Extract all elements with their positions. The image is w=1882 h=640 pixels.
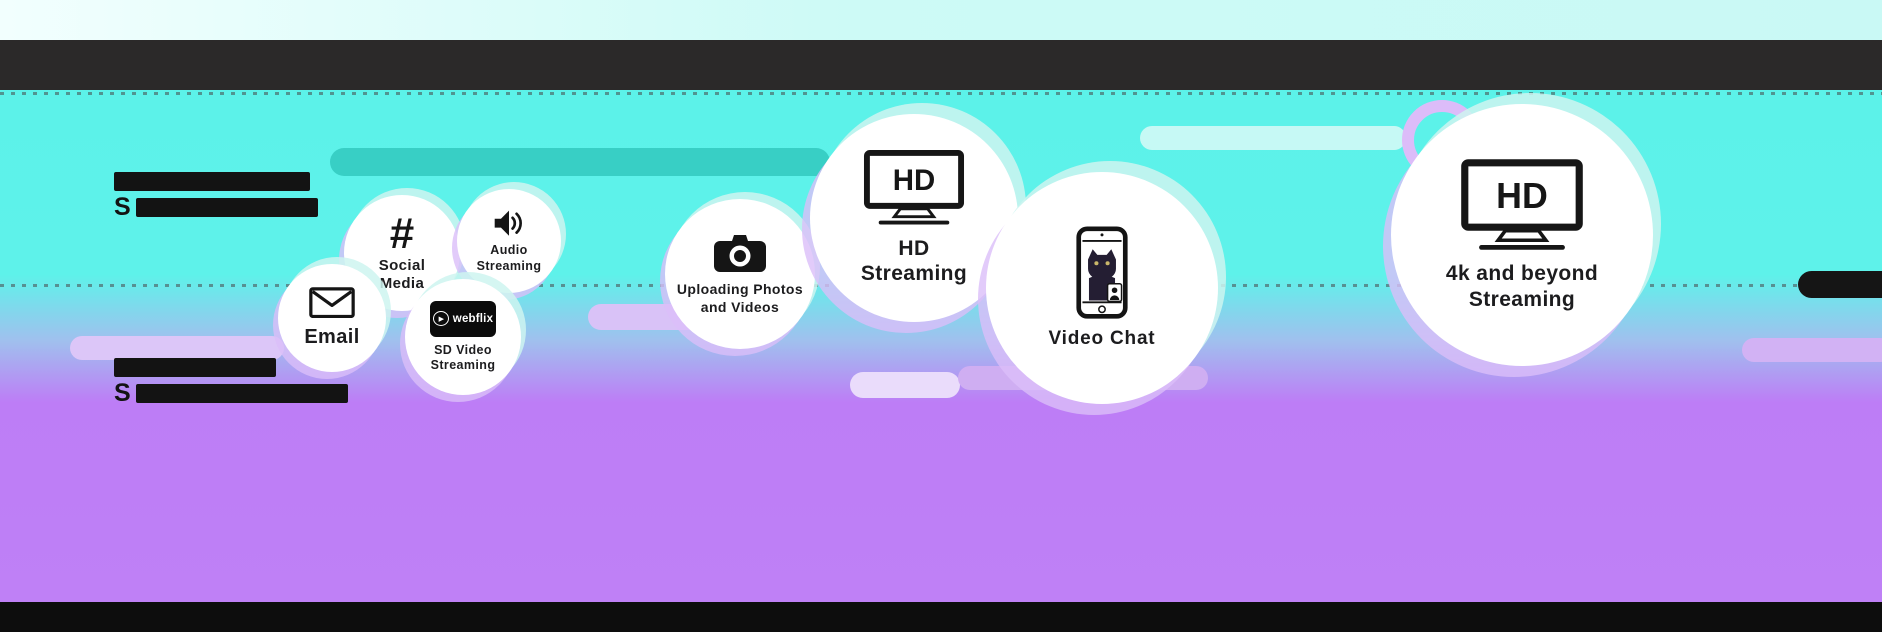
bubble-4k-and-beyond-streaming: HD 4k and beyond Streaming [1391,104,1653,366]
cat-on-screen-icon [1088,249,1116,301]
hd-tv-icon: HD [863,150,965,225]
redacted-heading-2: S [114,358,348,407]
bubble-uploading-photos-and-videos: Uploading Photos and Videos [665,199,815,349]
decor-pill-teal [330,148,830,176]
video-chat-phone-icon [1076,226,1128,319]
speaker-icon [494,210,522,236]
camera-icon [714,235,766,273]
bubble-video-chat: Video Chat [986,172,1218,404]
hd-tv-icon: HD [1461,158,1583,250]
bottom-footer-redacted-bar [0,602,1882,632]
bubble-audio-streaming: Audio Streaming [457,189,561,293]
webflix-logo: ▶ webflix [430,300,496,337]
bubble-sd-video-streaming: ▶ webflix SD Video Streaming [405,279,521,395]
dotted-divider-top [0,92,1882,95]
top-header-redacted-bar [0,40,1882,90]
bubble-label: Uploading Photos and Videos [676,281,804,315]
bubble-label: Video Chat [1048,327,1156,349]
bubble-label: Social Media [378,256,426,292]
hd-logo-text: HD [893,164,935,197]
redacted-text-bar [135,384,348,403]
play-icon: ▶ [432,311,449,327]
redacted-text-bar [135,198,318,217]
bubble-hd-streaming: HD HD Streaming [810,114,1018,322]
bubble-label: 4k and beyond Streaming [1445,262,1599,311]
bubble-label: Email [304,325,360,348]
bubble-label: Audio Streaming [476,243,542,273]
bubble-email: Email [278,264,386,372]
self-view-icon [1106,282,1123,303]
webflix-logo-text: webflix [452,312,494,325]
envelope-icon [309,286,355,318]
hashtag-icon: # [389,208,415,258]
bubble-label: SD Video Streaming [430,342,496,372]
redacted-heading-visible-letter: S [114,193,131,221]
redacted-heading-visible-letter: S [114,379,131,407]
decor-pill-lavender-edge [1742,338,1882,362]
redacted-text-bar [114,172,310,191]
hd-logo-text: HD [1496,176,1548,216]
redacted-heading-1: S [114,172,318,221]
bubble-label: HD Streaming [860,236,968,286]
decor-pill-white [850,372,960,398]
redacted-bar-right-edge [1798,271,1882,298]
top-light-strip [0,0,1882,40]
decor-pill-light-cyan [1140,126,1406,150]
redacted-text-bar [114,358,276,377]
decor-pill-lavender-left [70,336,284,360]
